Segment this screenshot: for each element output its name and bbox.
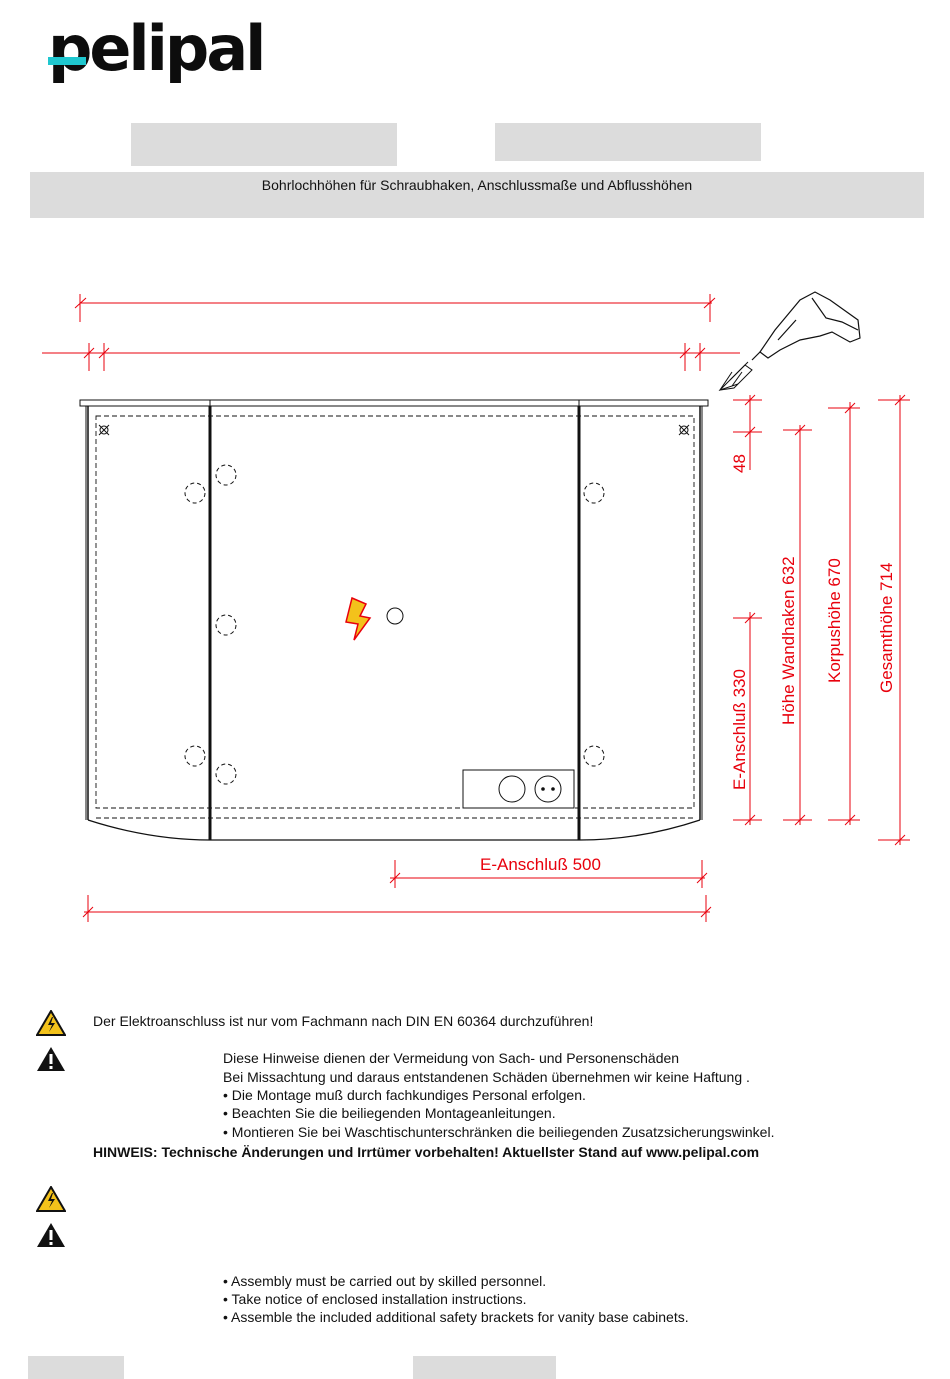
dim-gesamthoehe-label: Gesamthöhe 714 — [877, 562, 896, 693]
electric-warning-text: Der Elektroanschluss ist nur vom Fachman… — [93, 1013, 594, 1029]
drill-icon — [751, 291, 861, 361]
bottom-dimension-lines — [82, 860, 712, 922]
footer-field-right — [413, 1356, 556, 1379]
dim-hoehe-wandhaken-label: Höhe Wandhaken 632 — [779, 556, 798, 725]
footer-field-left — [28, 1356, 124, 1379]
notice-line-3: • Die Montage muß durch fachkundiges Per… — [223, 1087, 586, 1103]
top-dimension-lines — [42, 294, 740, 371]
header-field-right — [495, 123, 761, 161]
notice-line-1: Diese Hinweise dienen der Vermeidung von… — [223, 1050, 680, 1066]
notice-en-line-3: • Assemble the included additional safet… — [223, 1309, 689, 1325]
notice-line-2: Bei Missachtung und daraus entstandenen … — [223, 1069, 750, 1085]
notice-line-4: • Beachten Sie die beiliegenden Montagea… — [223, 1105, 556, 1121]
hinweis-text: HINWEIS: Technische Änderungen und Irrtü… — [93, 1144, 760, 1160]
cable-hole — [386, 607, 404, 625]
warning-icon — [37, 1047, 65, 1071]
electric-warning-icon-en — [36, 1186, 66, 1212]
lightning-icon — [345, 596, 372, 641]
dim-e-anschluss-500-label: E-Anschluß 500 — [480, 855, 601, 874]
dim-e-anschluss-330-label: E-Anschluß 330 — [730, 669, 749, 790]
subtitle-text: Bohrlochhöhen für Schraubhaken, Anschlus… — [261, 177, 693, 193]
warning-icon-en — [37, 1223, 65, 1247]
notice-en-line-2: • Take notice of enclosed installation i… — [223, 1291, 527, 1307]
pelipal-logo: pelipal — [48, 12, 266, 85]
socket-icon — [462, 769, 575, 809]
dim-korpushoehe-label: Korpushöhe 670 — [825, 558, 844, 683]
dim-48-label: 48 — [730, 454, 749, 473]
arrow-icon — [718, 361, 753, 391]
logo-accent-bar — [48, 57, 86, 65]
drill-holes — [184, 464, 605, 785]
notice-line-5: • Montieren Sie bei Waschtischunterschrä… — [223, 1124, 775, 1140]
cabinet-outline — [79, 399, 709, 841]
wall-hook-icon — [98, 424, 690, 436]
subtitle-bar: Bohrlochhöhen für Schraubhaken, Anschlus… — [30, 172, 924, 218]
electric-warning-icon — [36, 1010, 66, 1036]
vertical-dimension-lines — [733, 394, 910, 846]
notice-en-line-1: • Assembly must be carried out by skille… — [223, 1273, 547, 1289]
technical-drawing — [42, 291, 910, 922]
header-field-left — [131, 123, 397, 166]
